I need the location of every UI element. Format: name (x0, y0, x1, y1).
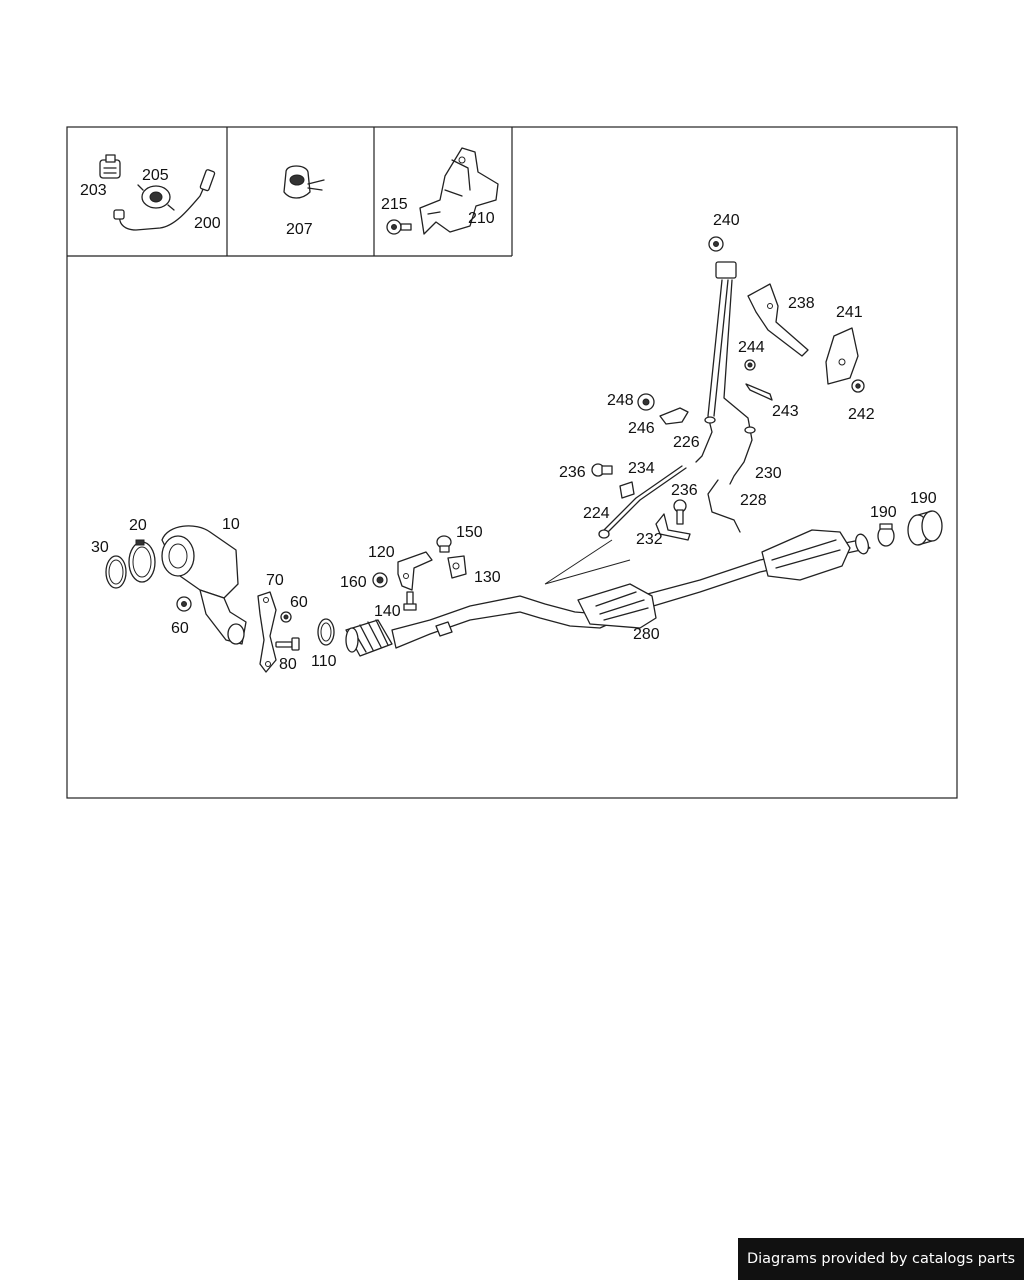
part-224-pipe[interactable] (598, 465, 687, 539)
part-80-bolt[interactable] (275, 637, 300, 651)
callout-160: 160 (340, 574, 367, 591)
callout-10: 10 (222, 516, 240, 533)
callout-203: 203 (80, 182, 107, 199)
part-200-oxygen-sensor[interactable] (113, 169, 216, 231)
part-60-nut-right[interactable] (280, 611, 292, 623)
callout-240: 240 (713, 212, 740, 229)
callout-242: 242 (848, 406, 875, 423)
callout-280: 280 (633, 626, 660, 643)
callout-207: 207 (286, 221, 313, 238)
callout-241: 241 (836, 304, 863, 321)
callout-232: 232 (636, 531, 663, 548)
part-230-pressure-line[interactable] (723, 279, 756, 485)
part-243-clip[interactable] (745, 383, 773, 401)
part-241-bracket[interactable] (825, 327, 859, 385)
callout-80: 80 (279, 656, 297, 673)
part-150-rubber-mount[interactable] (436, 535, 452, 553)
callout-labels: 203 205 200 207 215 210 240 238 241 244 … (80, 167, 937, 673)
callout-130: 130 (474, 569, 501, 586)
part-110-clamp-ring[interactable] (317, 618, 335, 646)
part-248-grommet[interactable] (637, 393, 655, 411)
callout-190-small: 190 (870, 504, 897, 521)
part-120-bracket[interactable] (397, 551, 433, 591)
callout-120: 120 (368, 544, 395, 561)
diagram-frames (66, 126, 958, 799)
footer-credit: Diagrams provided by catalogs parts (738, 1238, 1024, 1280)
callout-248: 248 (607, 392, 634, 409)
callout-150: 150 (456, 524, 483, 541)
callout-20: 20 (129, 517, 147, 534)
callout-236-right: 236 (671, 482, 698, 499)
part-244-nut[interactable] (744, 359, 756, 371)
part-190-clamp-large[interactable] (907, 510, 943, 546)
part-240-sensor[interactable] (708, 236, 724, 252)
part-228-pipe[interactable] (707, 479, 741, 533)
part-234-clip[interactable] (619, 481, 635, 499)
callout-200: 200 (194, 215, 221, 232)
callout-205: 205 (142, 167, 169, 184)
callout-246: 246 (628, 420, 655, 437)
part-246-clip[interactable] (659, 407, 689, 425)
callout-234: 234 (628, 460, 655, 477)
callout-215: 215 (381, 196, 408, 213)
callout-228: 228 (740, 492, 767, 509)
part-226-pressure-line[interactable] (695, 261, 737, 463)
callout-230: 230 (755, 465, 782, 482)
part-203-connector[interactable] (99, 154, 121, 179)
callout-244: 244 (738, 339, 765, 356)
callout-60-left: 60 (171, 620, 189, 637)
part-205-sensor-holder[interactable] (137, 184, 175, 211)
callout-224: 224 (583, 505, 610, 522)
part-30-gasket[interactable] (105, 555, 127, 589)
part-280-pipe-assembly[interactable] (345, 529, 871, 657)
part-60-nut-left[interactable] (176, 596, 192, 612)
callout-30: 30 (91, 539, 109, 556)
part-238-bracket[interactable] (747, 283, 809, 357)
callout-60-right: 60 (290, 594, 308, 611)
callout-243: 243 (772, 403, 799, 420)
part-242-bolt[interactable] (851, 379, 865, 393)
part-210-bracket[interactable] (419, 147, 499, 235)
callout-70: 70 (266, 572, 284, 589)
callout-210: 210 (468, 210, 495, 227)
callout-110: 110 (311, 653, 337, 670)
callout-140: 140 (374, 603, 401, 620)
part-160-nut[interactable] (372, 572, 388, 588)
part-20-clamp[interactable] (128, 539, 156, 583)
part-10-catalytic-converter[interactable] (161, 525, 247, 645)
callout-190-large: 190 (910, 490, 937, 507)
part-140-bolt[interactable] (403, 591, 417, 611)
part-130-hanger[interactable] (447, 555, 467, 579)
callout-236-left: 236 (559, 464, 586, 481)
callout-238: 238 (788, 295, 815, 312)
part-232-bracket[interactable] (655, 513, 691, 541)
part-215-bolt[interactable] (386, 219, 412, 235)
part-236-bolt-left[interactable] (591, 463, 613, 477)
part-190-clamp-small[interactable] (877, 523, 895, 547)
part-207-clamp[interactable] (283, 165, 325, 199)
callout-226: 226 (673, 434, 700, 451)
part-70-bracket[interactable] (257, 591, 277, 673)
part-236-bolt-right[interactable] (673, 499, 687, 525)
